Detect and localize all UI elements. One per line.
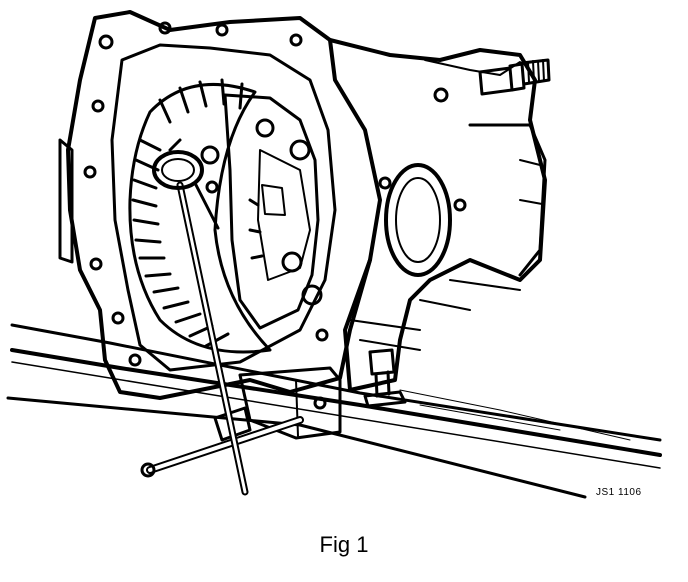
- differential-case: [200, 93, 323, 330]
- magnetic-base: [140, 366, 342, 478]
- pinion-housing: [328, 38, 547, 392]
- flange-bolt-holes: [83, 21, 329, 367]
- mounting-bolt: [363, 348, 407, 408]
- pinion-stud: [478, 58, 551, 96]
- bench-rail: [6, 323, 662, 499]
- dial-indicator: [152, 138, 249, 496]
- figure-reference-code: JS1 1106: [596, 487, 642, 498]
- figure-caption: Fig 1: [319, 532, 369, 557]
- housing-flange: [58, 10, 382, 400]
- ring-gear: [128, 78, 272, 354]
- shading: [349, 279, 521, 351]
